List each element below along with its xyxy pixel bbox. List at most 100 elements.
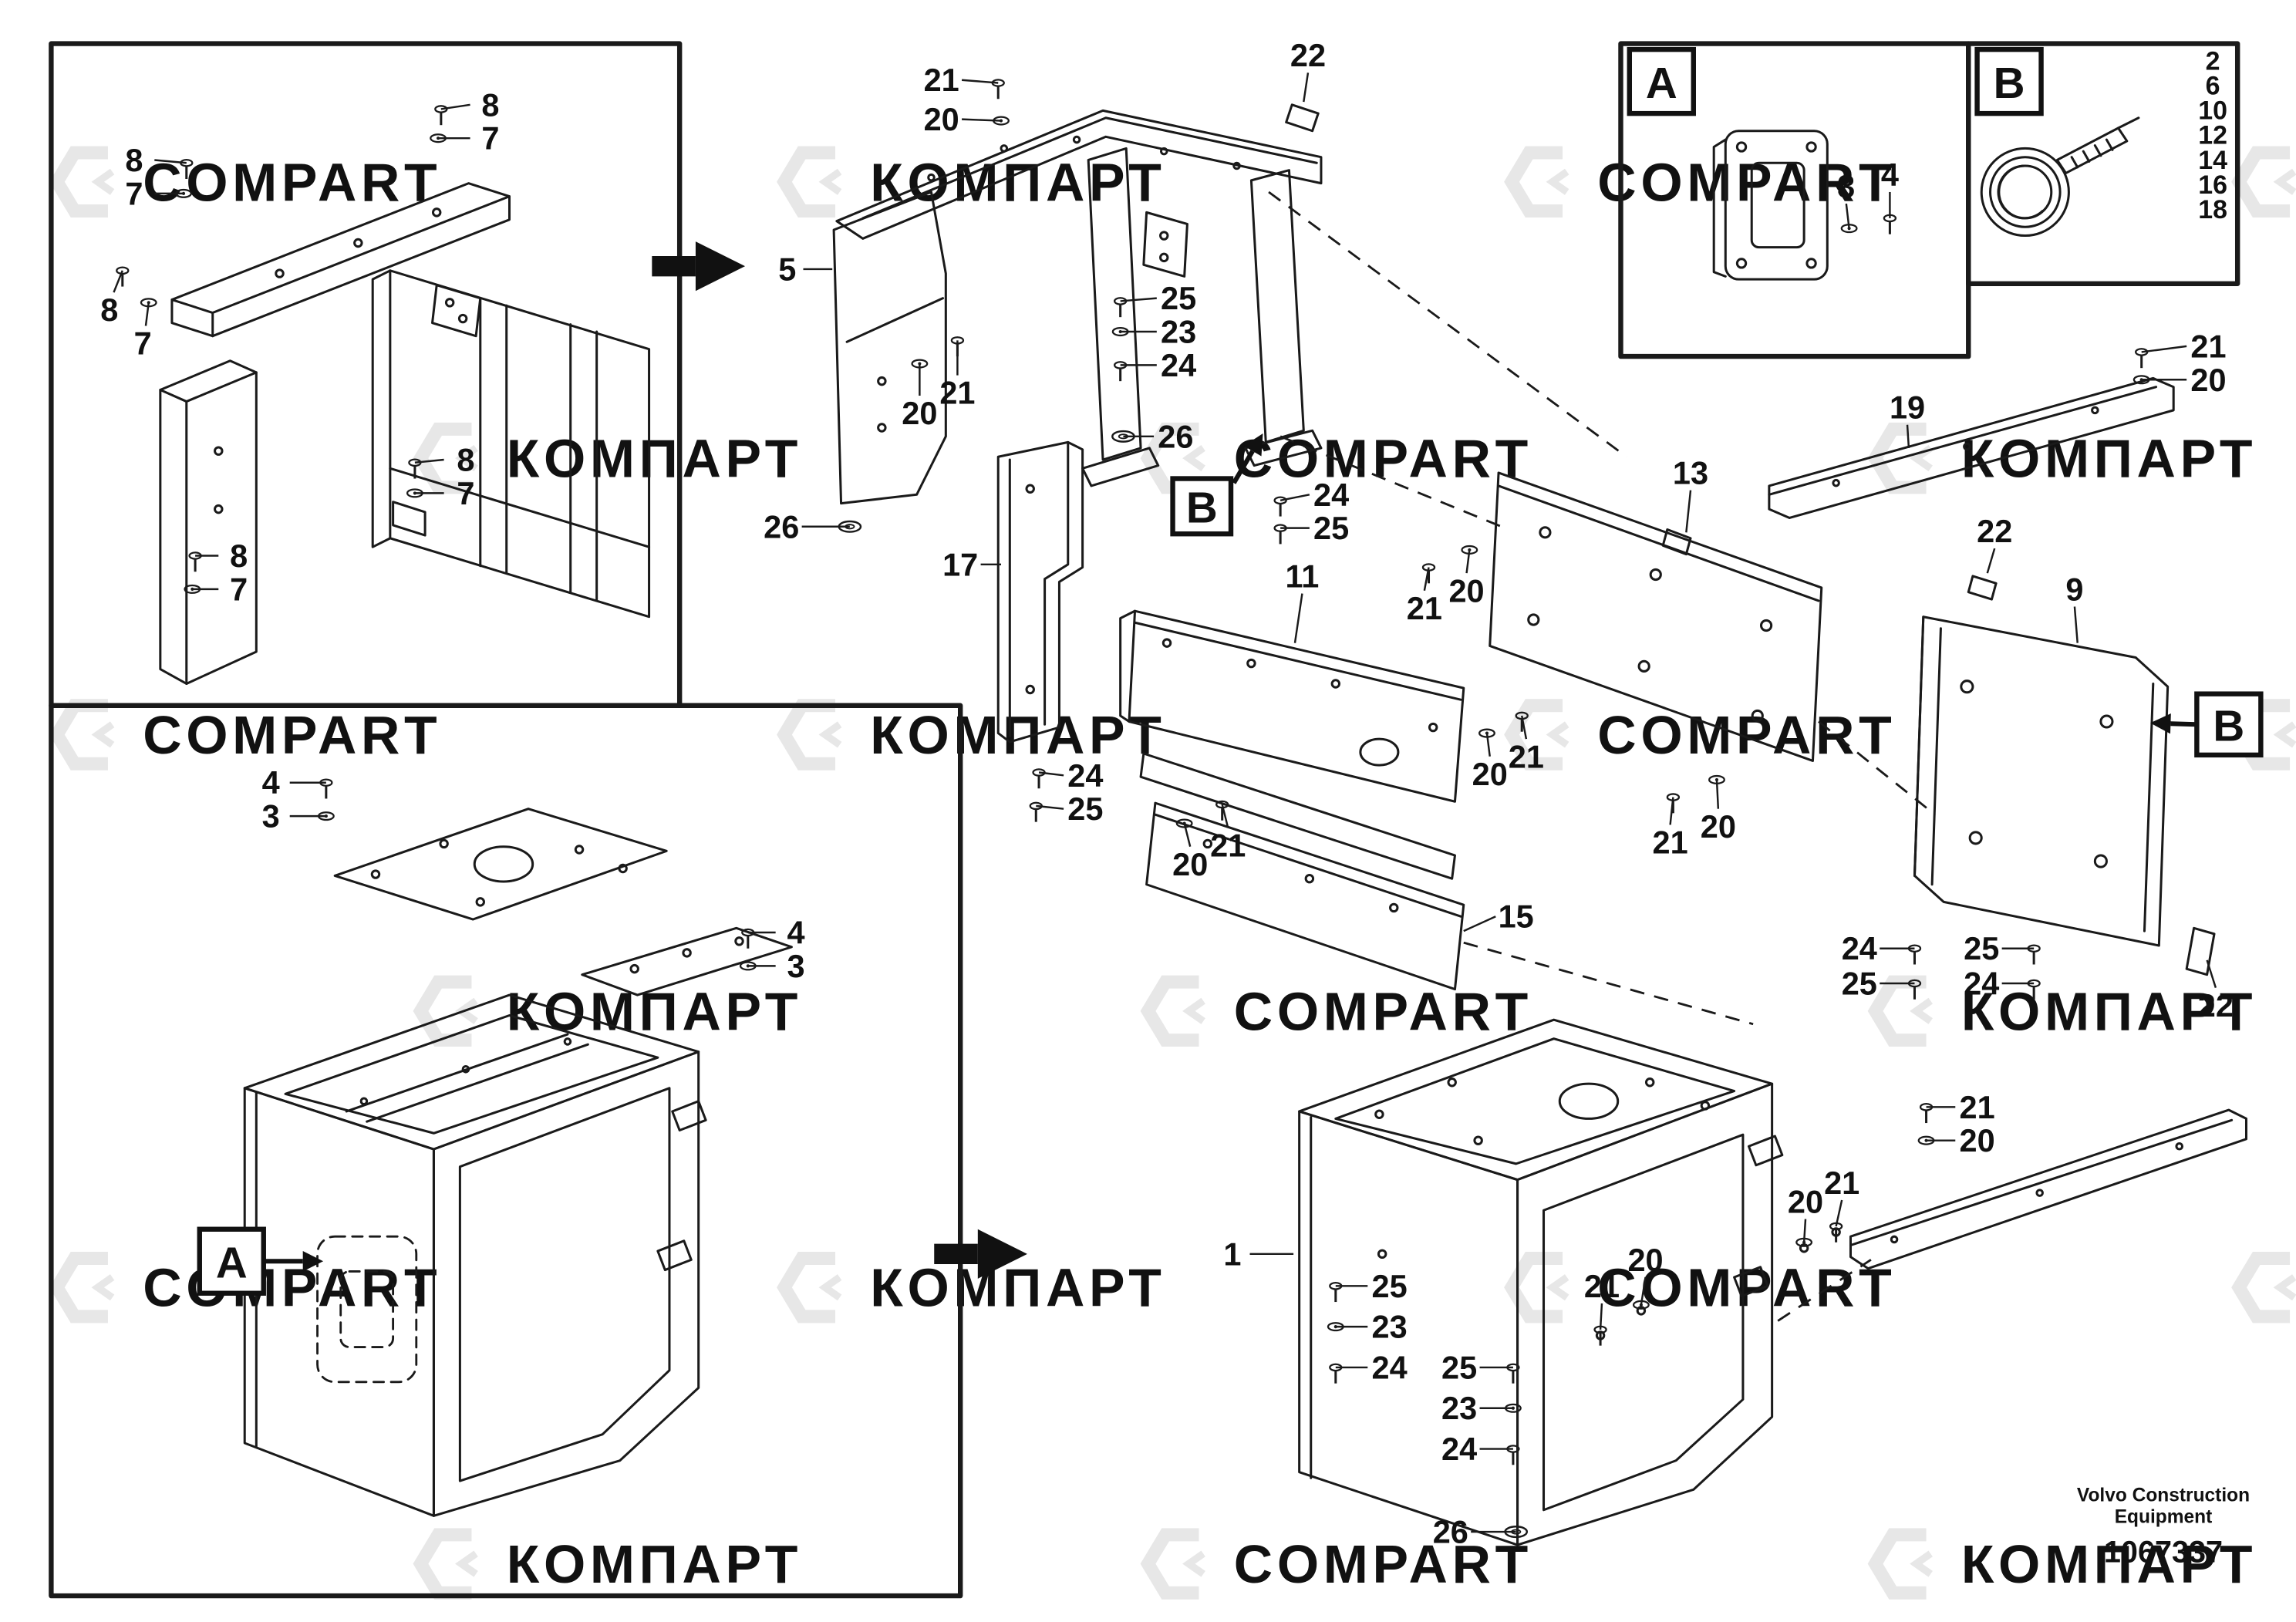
callout-number: 24 bbox=[1441, 1431, 1477, 1467]
callout: 7 bbox=[125, 175, 192, 211]
watermark-logo-chevron-icon bbox=[818, 168, 842, 195]
art-shape bbox=[1025, 684, 1035, 695]
callout-leader bbox=[962, 118, 1002, 122]
art-shape bbox=[2185, 926, 2216, 976]
side-panel-art bbox=[159, 359, 258, 685]
art-shape bbox=[618, 863, 628, 874]
panel-11-art bbox=[1119, 609, 1465, 803]
art-shape bbox=[1832, 478, 1840, 487]
washer-icon bbox=[1924, 1138, 1928, 1142]
view-label-letter: B bbox=[1186, 484, 1218, 532]
channel-17-art bbox=[996, 440, 1084, 744]
watermark-unit: КОМПАРТ bbox=[777, 699, 1161, 771]
callout-number: 21 bbox=[1653, 824, 1688, 861]
callout: 20 bbox=[902, 359, 937, 431]
callout: 21 bbox=[1824, 1165, 1859, 1243]
art-shape bbox=[2117, 116, 2140, 130]
washer-icon bbox=[2139, 378, 2143, 382]
ref-number: 6 bbox=[2206, 72, 2220, 101]
watermark-logo-chevron-icon bbox=[1546, 1274, 1569, 1301]
callout-number: 3 bbox=[262, 798, 280, 835]
washer-icon bbox=[317, 811, 335, 821]
washer-icon bbox=[993, 116, 1010, 126]
art-shape bbox=[1735, 141, 1748, 153]
callout-number: 22 bbox=[1977, 513, 2012, 549]
view-label-letter: A bbox=[216, 1239, 248, 1287]
art-shape bbox=[1246, 658, 1256, 669]
callout-number: 8 bbox=[457, 442, 474, 478]
view-label-box bbox=[2194, 691, 2264, 758]
art-shape bbox=[1268, 191, 1627, 458]
callout: 24 bbox=[1032, 757, 1103, 794]
callout: 8 bbox=[434, 86, 500, 126]
callout-number: 20 bbox=[1959, 1122, 1994, 1158]
art-shape bbox=[652, 255, 696, 277]
watermark-text: COMPART bbox=[1597, 705, 1896, 765]
watermark-unit: COMPART bbox=[1504, 699, 1896, 771]
brand-line1: Volvo Construction bbox=[2077, 1485, 2250, 1506]
washer-icon bbox=[1182, 821, 1186, 825]
brand-line2: Equipment bbox=[2115, 1507, 2213, 1528]
callout: 21 bbox=[1407, 563, 1442, 626]
washer-icon bbox=[1504, 1403, 1522, 1413]
callout-number: 20 bbox=[1627, 1242, 1663, 1278]
art-shape bbox=[1377, 1249, 1387, 1259]
art-shape bbox=[2099, 714, 2114, 729]
callout: 20 bbox=[1701, 774, 1736, 845]
washer-icon bbox=[1175, 818, 1193, 828]
art-shape bbox=[458, 1087, 671, 1482]
watermark-text: COMPART bbox=[1597, 152, 1896, 212]
callout-number: 8 bbox=[230, 538, 248, 574]
callout-number: 8 bbox=[125, 142, 143, 178]
callout-number: 21 bbox=[1959, 1089, 1994, 1125]
art-shape bbox=[371, 269, 392, 548]
callout-leader bbox=[1303, 73, 1310, 103]
washer-icon bbox=[2132, 375, 2150, 385]
art-shape bbox=[353, 238, 363, 248]
callout-number: 3 bbox=[1837, 168, 1855, 204]
callout-number: 23 bbox=[1161, 314, 1196, 350]
watermark-logo-chevron-icon bbox=[2273, 168, 2296, 195]
callout-number: 25 bbox=[1842, 966, 1877, 1002]
callout-leader bbox=[1463, 916, 1496, 932]
art-shape bbox=[1750, 161, 1805, 249]
art-shape bbox=[389, 269, 651, 619]
callout-leader bbox=[1986, 548, 1996, 574]
art-shape bbox=[345, 1033, 589, 1123]
art-shape bbox=[1232, 161, 1241, 170]
art-shape bbox=[2093, 854, 2108, 868]
watermark-unit: КОМПАРТ bbox=[413, 1528, 802, 1600]
view-label-b: B bbox=[2150, 691, 2264, 758]
art-shape bbox=[1389, 902, 1399, 913]
art-shape bbox=[214, 504, 224, 514]
callout: 24 bbox=[1441, 1431, 1520, 1467]
callout: 21 bbox=[1653, 793, 1688, 861]
callout-number: 7 bbox=[125, 175, 143, 211]
art-shape bbox=[214, 446, 224, 456]
callout-number: 17 bbox=[942, 546, 978, 582]
art-shape bbox=[877, 376, 887, 386]
callout-number: 21 bbox=[1509, 738, 1544, 774]
cab-left-art bbox=[243, 808, 793, 1517]
callout: 3 bbox=[739, 948, 805, 984]
art-shape bbox=[1128, 609, 1465, 803]
washer-icon bbox=[1639, 1303, 1643, 1307]
watermark-text: КОМПАРТ bbox=[507, 1534, 802, 1594]
watermark-logo-chevron-icon bbox=[455, 1550, 478, 1577]
foot-washer-icon bbox=[1118, 433, 1129, 440]
watermark-text: КОМПАРТ bbox=[870, 152, 1165, 212]
art-shape bbox=[473, 845, 534, 883]
callout-number: 4 bbox=[787, 914, 805, 950]
watermark-unit: COMPART bbox=[1140, 1528, 1528, 1600]
art-shape bbox=[1159, 231, 1169, 241]
callout-number: 3 bbox=[787, 948, 805, 984]
watermark-logo-icon bbox=[1867, 975, 1927, 1047]
art-shape bbox=[1072, 135, 1081, 144]
art-shape bbox=[1799, 1243, 1809, 1253]
watermark-text: КОМПАРТ bbox=[1961, 1534, 2257, 1594]
callout: 3 bbox=[262, 798, 335, 835]
callout-leader bbox=[1036, 804, 1064, 810]
foot-washer-icon bbox=[1504, 1526, 1529, 1539]
washer-icon bbox=[1708, 774, 1725, 784]
watermark-unit: КОМПАРТ bbox=[777, 1251, 1161, 1324]
